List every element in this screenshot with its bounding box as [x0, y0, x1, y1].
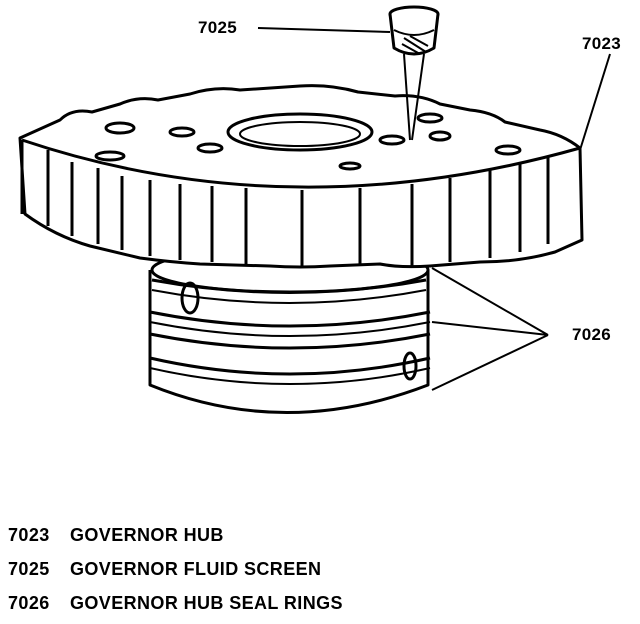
- seal-ring-middle: [149, 310, 431, 350]
- legend-part-name: GOVERNOR HUB: [70, 525, 224, 545]
- legend-row: 7023 GOVERNOR HUB: [8, 518, 628, 552]
- hub-body: [148, 246, 431, 414]
- leader-lines: [257, 27, 611, 391]
- legend-part-number: 7023: [8, 525, 50, 545]
- callout-7025: 7025: [198, 18, 238, 37]
- legend-row: 7025 GOVERNOR FLUID SCREEN: [8, 552, 628, 586]
- hub-side-hole-left: [180, 281, 200, 315]
- legend-part-name: GOVERNOR HUB SEAL RINGS: [70, 593, 343, 613]
- legend-part-number: 7026: [8, 593, 50, 613]
- governor-fluid-screen: [388, 5, 440, 141]
- legend-part-number: 7025: [8, 559, 50, 579]
- callout-7026: 7026: [572, 325, 612, 344]
- hub-side-hole-right: [402, 351, 418, 381]
- callout-7023: 7023: [582, 34, 622, 53]
- legend-row: 7026 GOVERNOR HUB SEAL RINGS: [8, 586, 628, 620]
- center-bore: [226, 112, 374, 152]
- parts-legend: 7023 GOVERNOR HUB 7025 GOVERNOR FLUID SCRE…: [8, 518, 628, 620]
- governor-hub-diagram: [18, 5, 611, 414]
- hub-flange: [18, 84, 584, 269]
- legend-part-name: GOVERNOR FLUID SCREEN: [70, 559, 322, 579]
- seal-ring-bottom: [149, 356, 431, 385]
